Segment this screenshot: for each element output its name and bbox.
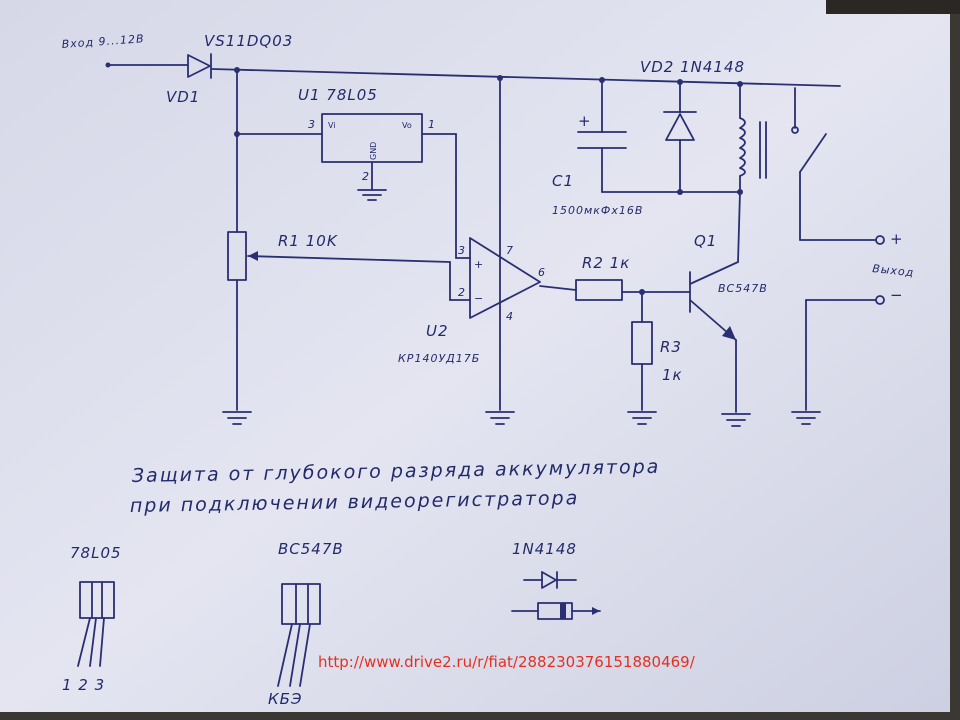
r1-potentiometer-symbol [227, 231, 258, 281]
pinout-bc547b-label: BC547B [278, 540, 344, 558]
vd1-diode-symbol [187, 53, 212, 79]
r3-resistor-symbol [631, 321, 653, 365]
desk-edge-bottom [0, 712, 960, 720]
q1-label: Q1 [694, 232, 717, 250]
pinout-78l05-package [77, 581, 115, 667]
u1-pin1-label: 1 [428, 118, 436, 131]
output-plus-label: + [890, 230, 904, 248]
c1-value-label: 1500мкФх16В [552, 204, 643, 217]
u2-opamp-symbol [469, 237, 541, 319]
relay-switch-symbol [791, 126, 827, 173]
pinout-78l05: 78L05 1 2 3 [62, 544, 122, 694]
c1-capacitor-symbol [577, 131, 627, 149]
vd2-diode-symbol [663, 111, 697, 141]
relay-coil-symbol [739, 117, 767, 179]
corner-object [826, 0, 960, 14]
u2-minus-label: − [474, 292, 484, 305]
u2-pin6-label: 6 [538, 266, 546, 279]
vd2-label: VD2 1N4148 [640, 58, 745, 76]
u2-plus-label: + [474, 258, 484, 271]
output-label: Выход [872, 262, 915, 279]
pinout-bc547b-pin-letters: КБЭ [268, 690, 302, 708]
u1-pin3-label: 3 [308, 118, 316, 131]
u1-vo-label: Vo [402, 121, 412, 130]
pinout-1n4148-package [511, 602, 601, 620]
pinout-1n4148-label: 1N4148 [512, 540, 577, 558]
r3-label: R3 [660, 338, 682, 356]
pinout-bc547b: BC547B КБЭ [268, 540, 344, 708]
pinout-bc547b-package [277, 583, 321, 687]
u2-pin7-label: 7 [506, 244, 514, 257]
r2-label: R2 1к [582, 254, 630, 272]
pinout-1n4148: 1N4148 [511, 540, 601, 620]
input-label: Вход 9...12В [61, 32, 145, 51]
u1-gnd-label: GND [369, 142, 378, 160]
u2-pin2-label: 2 [458, 286, 466, 299]
u2-part-label: КР140УД17Б [398, 352, 480, 365]
u2-pin3-label: 3 [458, 244, 466, 257]
ground-symbols [222, 189, 821, 427]
u1-regulator-box [321, 113, 423, 163]
r1-label: R1 10K [278, 232, 338, 250]
u1-label: U1 78L05 [298, 86, 378, 104]
output-minus-label: − [890, 286, 904, 304]
u1-vi-label: Vi [328, 121, 336, 130]
paper-background [0, 0, 950, 712]
u2-pin4-label: 4 [506, 310, 514, 323]
u2-label: U2 [426, 322, 449, 340]
desk-edge-right [950, 0, 960, 720]
u1-pin2-label: 2 [362, 170, 370, 183]
vd1-label: VD1 [166, 88, 200, 106]
pinout-1n4148-symbol [523, 571, 577, 589]
c1-plus-label: + [578, 112, 592, 130]
junction-dots [105, 62, 743, 295]
r2-resistor-symbol [575, 279, 623, 301]
vd1-part-label: VS11DQ03 [204, 32, 293, 50]
c1-label: C1 [552, 172, 574, 190]
schematic-labels: Вход 9...12В VS11DQ03 VD1 U1 78L05 Vi Vo… [61, 32, 915, 384]
q1-part-label: BC547B [718, 282, 768, 295]
output-terminals [875, 235, 885, 305]
q1-transistor-symbol [689, 261, 739, 341]
source-watermark[interactable]: http://www.drive2.ru/r/fiat/288230376151… [318, 653, 696, 671]
pinout-78l05-label: 78L05 [70, 544, 122, 562]
pinout-78l05-pin-numbers: 1 2 3 [62, 676, 105, 694]
r3-value-label: 1к [662, 366, 683, 384]
